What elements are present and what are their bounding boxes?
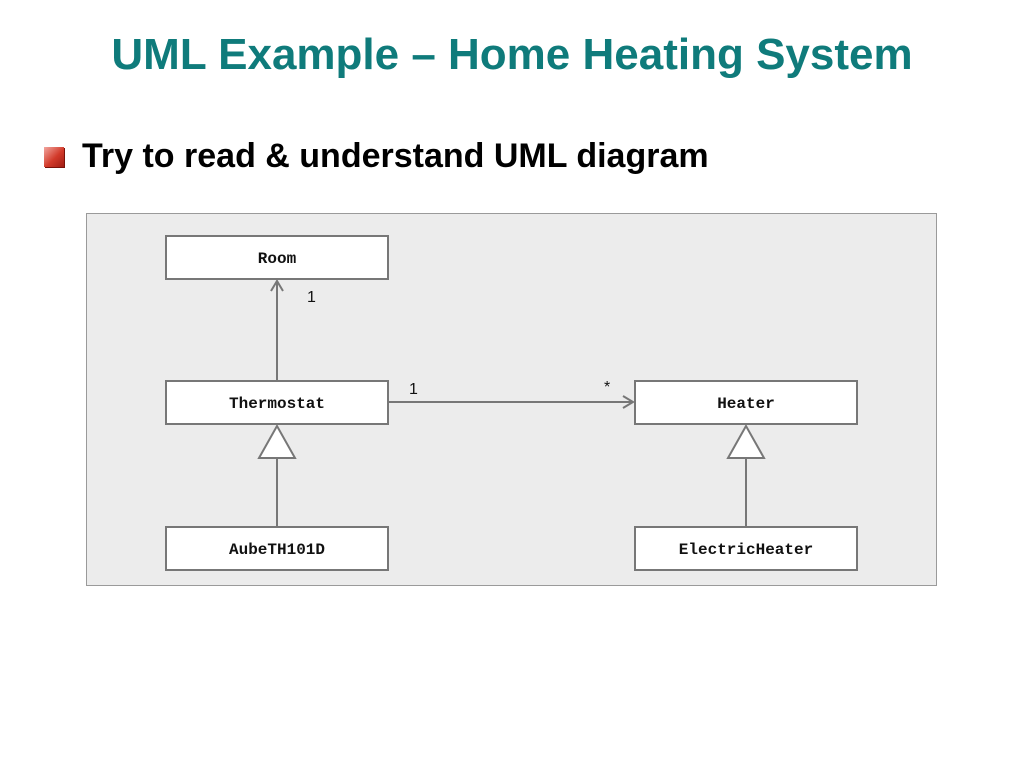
class-aube-label: AubeTH101D bbox=[229, 541, 325, 559]
class-aube-th101d: AubeTH101D bbox=[165, 526, 389, 571]
uml-diagram-panel: Room Thermostat Heater AubeTH101D Electr… bbox=[86, 213, 937, 586]
generalization-triangle-heater bbox=[726, 423, 766, 459]
generalization-triangle-thermostat bbox=[257, 423, 297, 459]
multiplicity-thermostat-source: 1 bbox=[409, 381, 418, 398]
class-thermostat-label: Thermostat bbox=[229, 395, 325, 413]
class-heater: Heater bbox=[634, 380, 858, 425]
class-room: Room bbox=[165, 235, 389, 280]
class-electric-heater: ElectricHeater bbox=[634, 526, 858, 571]
bullet-square-icon bbox=[44, 146, 64, 167]
uml-diagram: Room Thermostat Heater AubeTH101D Electr… bbox=[165, 235, 858, 571]
class-thermostat: Thermostat bbox=[165, 380, 389, 425]
multiplicity-heater-target: * bbox=[604, 379, 610, 396]
class-electric-heater-label: ElectricHeater bbox=[679, 541, 813, 559]
bullet-item: Try to read & understand UML diagram bbox=[44, 137, 709, 176]
slide-title: UML Example – Home Heating System bbox=[111, 30, 913, 79]
class-room-label: Room bbox=[258, 250, 297, 268]
bullet-text: Try to read & understand UML diagram bbox=[82, 137, 709, 175]
class-heater-label: Heater bbox=[717, 395, 775, 413]
multiplicity-room: 1 bbox=[307, 289, 316, 306]
